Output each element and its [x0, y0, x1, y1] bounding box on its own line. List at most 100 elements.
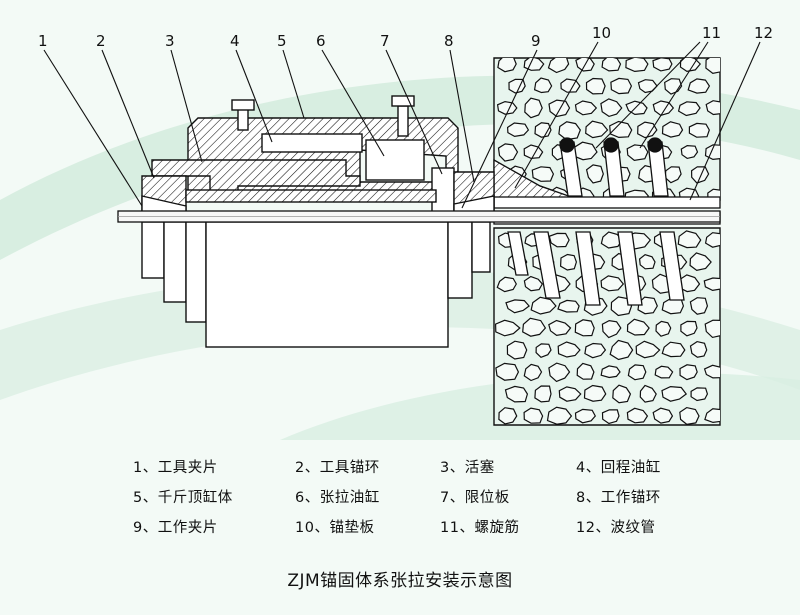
rock: [506, 340, 528, 360]
rock: [625, 58, 649, 73]
rock: [690, 166, 710, 184]
rock: [637, 296, 658, 315]
rock: [704, 144, 720, 161]
rock: [627, 364, 647, 381]
leader-lines: [43, 41, 761, 209]
rock: [661, 341, 686, 358]
rock: [497, 143, 519, 162]
rock: [626, 407, 649, 424]
diagram-caption: ZJM锚固体系张拉安装示意图: [287, 571, 513, 591]
rock: [689, 297, 709, 315]
rock: [690, 387, 709, 402]
rock: [688, 122, 710, 138]
rock: [689, 252, 712, 271]
rock: [661, 121, 684, 138]
rock: [557, 341, 581, 358]
rock: [557, 299, 580, 313]
rock: [677, 230, 702, 249]
rock: [654, 365, 674, 379]
callout-12: 12: [754, 24, 773, 42]
rock: [655, 320, 672, 337]
rock: [534, 122, 552, 138]
rock: [522, 317, 547, 337]
spiral-rebar: [507, 137, 685, 306]
rock: [524, 97, 543, 119]
rock: [680, 320, 698, 337]
rock: [494, 319, 521, 337]
rock: [635, 340, 661, 359]
rock: [609, 339, 634, 361]
rock: [626, 144, 649, 162]
legend-item-9: 9、工作夹片: [133, 520, 218, 536]
legend-item-8: 8、工作锚环: [576, 490, 661, 506]
rock: [652, 407, 674, 424]
rock: [600, 365, 621, 379]
rock: [680, 144, 699, 160]
legend-item-6: 6、张拉油缸: [295, 490, 380, 506]
rock: [609, 120, 633, 139]
rock: [574, 100, 598, 116]
rock: [704, 319, 720, 339]
rock: [583, 384, 607, 402]
legend-item-5: 5、千斤顶缸体: [133, 490, 233, 506]
rock: [523, 407, 544, 424]
rock: [496, 276, 517, 293]
jack-upper-section: [141, 95, 495, 213]
rock: [704, 408, 720, 424]
rock: [625, 100, 648, 116]
legend-item-12: 12、波纹管: [576, 520, 656, 536]
rock: [546, 406, 573, 425]
rock: [601, 58, 622, 72]
callout-3: 3: [165, 32, 175, 50]
rock: [626, 318, 650, 336]
callout-10: 10: [592, 24, 611, 42]
callout-5: 5: [277, 32, 287, 50]
rock: [584, 342, 607, 359]
rock: [574, 319, 595, 337]
callout-6: 6: [316, 32, 326, 50]
rock: [704, 232, 720, 248]
rock: [689, 340, 708, 358]
rock: [612, 384, 632, 404]
legend-item-4: 4、回程油缸: [576, 460, 661, 476]
rock: [585, 77, 606, 95]
legend-item-1: 1、工具夹片: [133, 460, 218, 476]
rock: [504, 385, 529, 403]
rock: [558, 121, 581, 141]
legend-item-10: 10、锚垫板: [295, 520, 375, 536]
rock: [495, 362, 520, 381]
legend-item-7: 7、限位板: [440, 490, 510, 506]
rock: [600, 98, 623, 118]
callout-9: 9: [531, 32, 541, 50]
rock: [703, 277, 720, 292]
rock: [548, 362, 571, 383]
callout-1: 1: [38, 32, 48, 50]
rock: [679, 364, 698, 381]
rock: [506, 122, 530, 138]
concrete-body: [493, 57, 721, 426]
rock: [505, 299, 530, 314]
rock: [661, 385, 688, 402]
rock: [652, 58, 673, 72]
legend-item-2: 2、工具锚环: [295, 460, 380, 476]
rock: [600, 275, 625, 292]
jack-cylinder-lower: [141, 221, 491, 348]
rock: [600, 231, 623, 249]
rock: [574, 408, 597, 424]
rock: [610, 77, 633, 95]
rock: [535, 343, 552, 358]
callout-11: 11: [702, 24, 721, 42]
rock: [705, 100, 720, 116]
rock: [639, 384, 657, 403]
rock: [558, 386, 582, 402]
rock: [585, 120, 609, 139]
rock: [498, 407, 518, 425]
rock: [637, 121, 658, 139]
rock: [679, 58, 702, 73]
rock: [601, 409, 620, 425]
rock: [559, 253, 578, 271]
rock: [677, 101, 701, 117]
